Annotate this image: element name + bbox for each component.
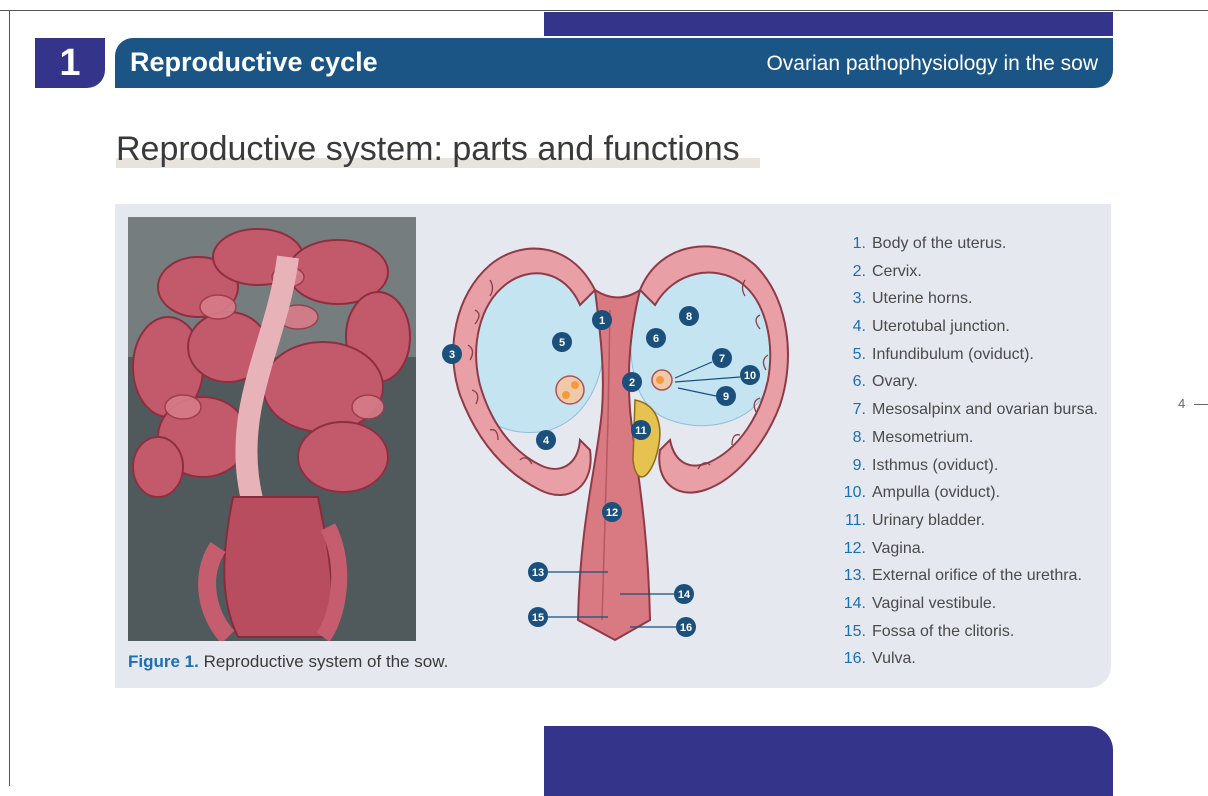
svg-text:9: 9 bbox=[723, 391, 729, 403]
svg-text:7: 7 bbox=[719, 353, 725, 365]
section-subtitle: Ovarian pathophysiology in the sow bbox=[766, 52, 1098, 76]
marker-14: 14 bbox=[674, 584, 694, 604]
svg-text:6: 6 bbox=[653, 333, 659, 345]
legend-item: 15.Fossa of the clitoris. bbox=[826, 618, 1098, 646]
page-number: 4 bbox=[1178, 396, 1185, 411]
legend-item: 3.Uterine horns. bbox=[826, 285, 1098, 313]
marker-7: 7 bbox=[712, 348, 732, 368]
figure-label: Figure 1. bbox=[128, 652, 199, 671]
legend-item: 7.Mesosalpinx and ovarian bursa. bbox=[826, 396, 1098, 424]
legend-item: 11.Urinary bladder. bbox=[826, 507, 1098, 535]
legend-item: 10.Ampulla (oviduct). bbox=[826, 479, 1098, 507]
marker-11: 11 bbox=[631, 420, 651, 440]
reproductive-diagram: 1 2 3 4 5 6 7 8 9 10 11 12 13 14 15 16 bbox=[430, 220, 800, 650]
figure-caption-text: Reproductive system of the sow. bbox=[204, 652, 449, 671]
page-title: Reproductive system: parts and functions bbox=[116, 130, 740, 169]
svg-text:10: 10 bbox=[744, 370, 756, 382]
marker-16: 16 bbox=[676, 617, 696, 637]
svg-text:11: 11 bbox=[635, 425, 647, 437]
svg-text:4: 4 bbox=[543, 435, 550, 447]
legend-item: 6.Ovary. bbox=[826, 368, 1098, 396]
svg-text:3: 3 bbox=[449, 349, 455, 361]
section-title: Reproductive cycle bbox=[130, 47, 378, 78]
section-header: Reproductive cycle Ovarian pathophysiolo… bbox=[115, 38, 1113, 88]
svg-text:12: 12 bbox=[606, 507, 618, 519]
legend-item: 2.Cervix. bbox=[826, 258, 1098, 286]
figure-caption: Figure 1. Reproductive system of the sow… bbox=[128, 652, 448, 672]
marker-15: 15 bbox=[528, 607, 548, 627]
svg-text:15: 15 bbox=[532, 612, 544, 624]
svg-text:8: 8 bbox=[686, 311, 692, 323]
legend-item: 1.Body of the uterus. bbox=[826, 230, 1098, 258]
marker-2: 2 bbox=[622, 372, 642, 392]
marker-1: 1 bbox=[592, 310, 612, 330]
svg-text:14: 14 bbox=[678, 589, 691, 601]
legend-item: 12.Vagina. bbox=[826, 535, 1098, 563]
legend-item: 16.Vulva. bbox=[826, 645, 1098, 673]
svg-text:1: 1 bbox=[599, 315, 605, 327]
legend-list: 1.Body of the uterus. 2.Cervix. 3.Uterin… bbox=[826, 230, 1098, 673]
marker-6: 6 bbox=[646, 328, 666, 348]
marker-5: 5 bbox=[552, 332, 572, 352]
legend-item: 13.External orifice of the urethra. bbox=[826, 562, 1098, 590]
chapter-number: 1 bbox=[35, 38, 105, 88]
marker-12: 12 bbox=[602, 502, 622, 522]
marker-10: 10 bbox=[740, 365, 760, 385]
page-border-top bbox=[0, 10, 1208, 11]
legend-item: 4.Uterotubal junction. bbox=[826, 313, 1098, 341]
svg-text:5: 5 bbox=[559, 337, 565, 349]
legend-item: 9.Isthmus (oviduct). bbox=[826, 452, 1098, 480]
page-border-left bbox=[9, 10, 10, 786]
reproductive-tract-diagram: 1 2 3 4 5 6 7 8 9 10 11 12 13 14 15 16 bbox=[430, 220, 800, 650]
top-decor-bar bbox=[544, 12, 1113, 36]
svg-text:2: 2 bbox=[629, 377, 635, 389]
marker-3: 3 bbox=[442, 344, 462, 364]
svg-text:16: 16 bbox=[680, 622, 692, 634]
svg-text:13: 13 bbox=[532, 567, 544, 579]
legend-item: 14.Vaginal vestibule. bbox=[826, 590, 1098, 618]
sow-reproductive-photo bbox=[128, 217, 416, 641]
marker-13: 13 bbox=[528, 562, 548, 582]
specimen-photo-illustration bbox=[128, 217, 416, 641]
legend-item: 5.Infundibulum (oviduct). bbox=[826, 341, 1098, 369]
legend-item: 8.Mesometrium. bbox=[826, 424, 1098, 452]
marker-9: 9 bbox=[716, 386, 736, 406]
page-number-dash bbox=[1194, 404, 1208, 405]
marker-4: 4 bbox=[536, 430, 556, 450]
marker-8: 8 bbox=[679, 306, 699, 326]
